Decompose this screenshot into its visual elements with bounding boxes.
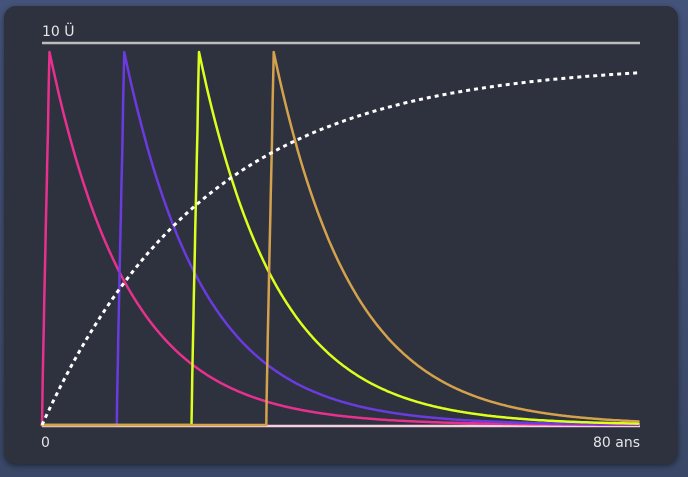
series-line-5 (40, 71, 641, 426)
series-line-2 (40, 50, 640, 427)
series-layer (40, 50, 641, 427)
y-top-label: 10 Ü (42, 22, 75, 40)
series-line-3 (40, 50, 640, 427)
series-line-1 (40, 50, 640, 427)
x-end-label: 80 ans (593, 435, 640, 451)
series-line-4 (40, 50, 640, 427)
x-start-label: 0 (41, 435, 50, 451)
